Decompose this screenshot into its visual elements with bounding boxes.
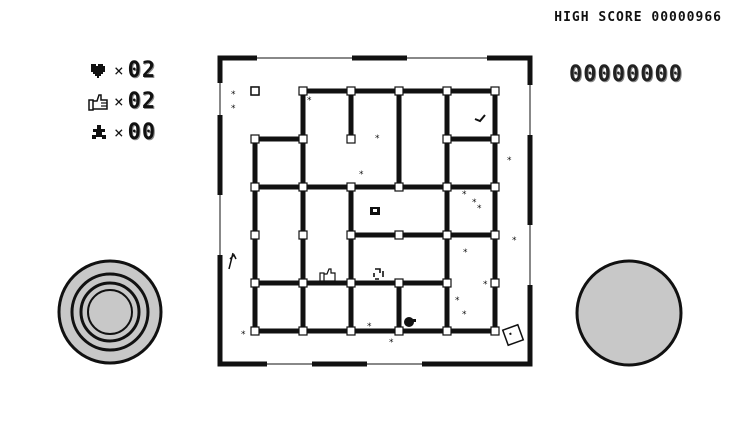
joystick-knob (87, 289, 133, 335)
action-button[interactable] (574, 258, 684, 368)
box-crate-icon (501, 323, 525, 347)
movement-joystick[interactable] (56, 258, 164, 366)
stars-value: 00 (127, 120, 157, 145)
stars-mult: × (114, 123, 124, 142)
star-pickups: *** *** *** *** *** ** (231, 90, 517, 348)
svg-text:*: * (231, 90, 236, 100)
svg-text:*: * (241, 330, 246, 340)
thumbs-pickup-icon (319, 268, 336, 282)
maze-board: *** *** *** *** *** ** (217, 55, 533, 367)
lives-mult: × (114, 61, 124, 80)
svg-text:*: * (231, 104, 236, 114)
svg-text:*: * (389, 338, 394, 348)
svg-text:*: * (307, 96, 312, 106)
lives-value: 02 (127, 58, 157, 83)
svg-text:*: * (507, 156, 512, 166)
svg-text:*: * (375, 134, 380, 144)
thumbs-counter: × 02 (88, 89, 156, 114)
thumbs-up-icon (88, 93, 108, 111)
bird-icon (474, 114, 486, 123)
svg-text:*: * (477, 204, 482, 214)
svg-text:*: * (455, 296, 460, 306)
svg-text:*: * (512, 236, 517, 246)
svg-text:*: * (462, 310, 467, 320)
svg-text:*: * (463, 248, 468, 258)
svg-text:*: * (483, 280, 488, 290)
high-score-value: 00000966 (651, 10, 722, 25)
door-block-icon (250, 86, 260, 96)
swirl-icon (373, 268, 384, 280)
svg-text:*: * (472, 198, 477, 208)
lives-counter: × 02 (88, 58, 156, 83)
svg-text:*: * (367, 322, 372, 332)
thumbs-mult: × (114, 92, 124, 111)
score-counter: 00000000 (569, 62, 683, 87)
thumbs-value: 02 (127, 89, 157, 114)
heart-icon (91, 63, 105, 78)
splat-icon (92, 124, 106, 139)
high-score: HIGH SCORE 00000966 (554, 10, 722, 25)
arrow-icon (228, 252, 237, 270)
high-score-label: HIGH SCORE (554, 10, 643, 25)
maze-nodes (250, 86, 500, 336)
svg-text:*: * (462, 190, 467, 200)
player-bomb (404, 317, 414, 327)
svg-text:*: * (359, 170, 364, 180)
splat-counter: × 00 (88, 120, 156, 145)
